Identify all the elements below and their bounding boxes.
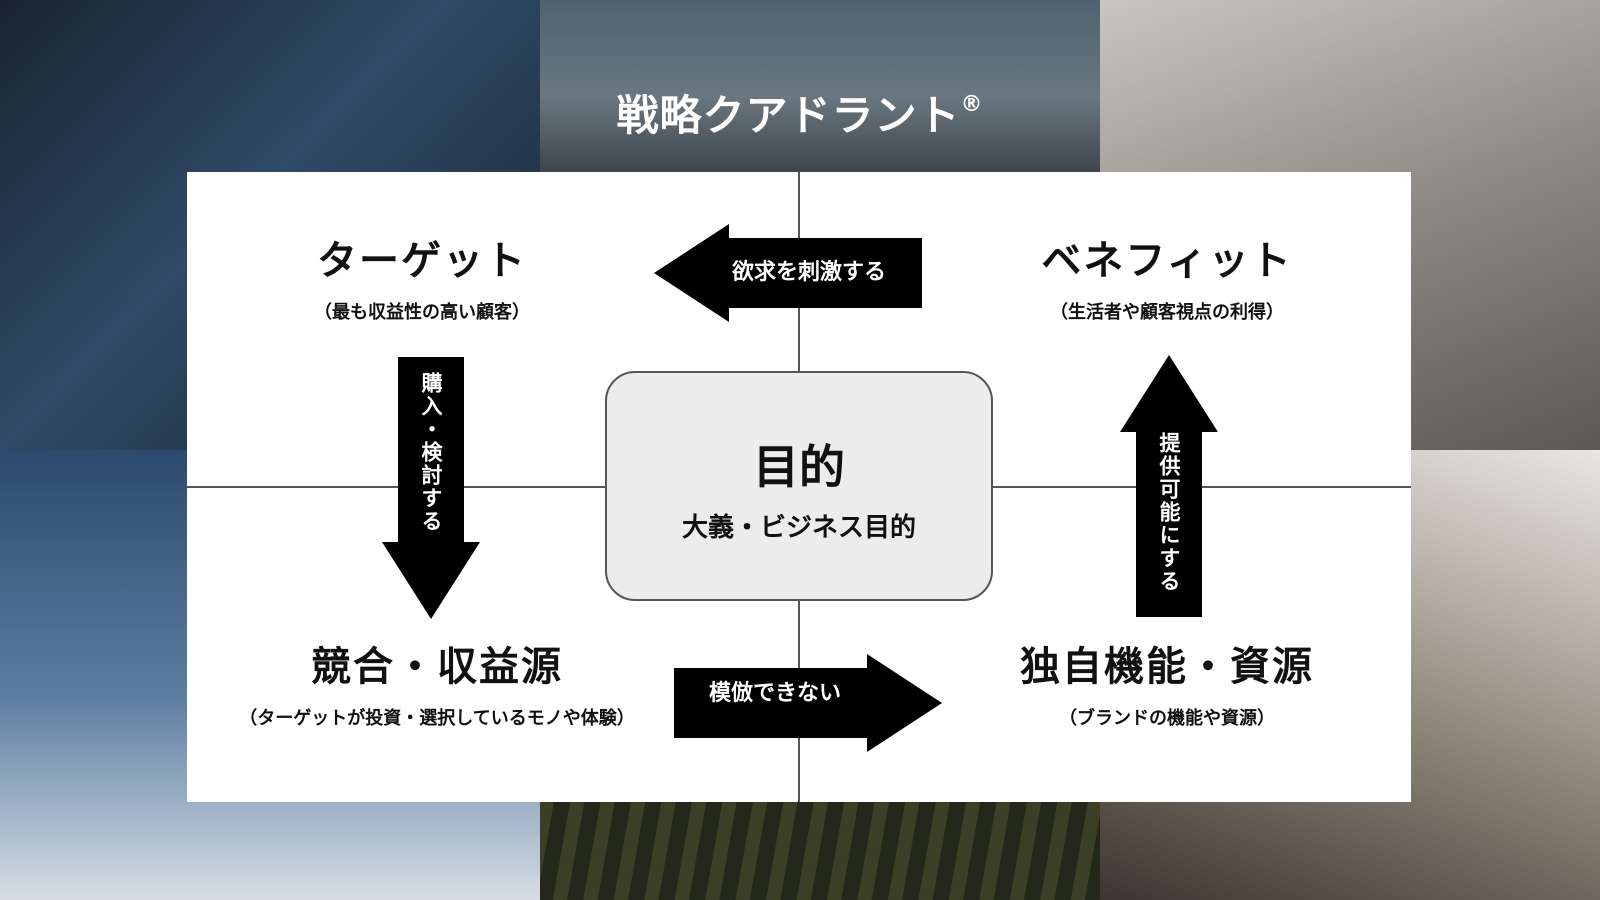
arrow-up-shape bbox=[1120, 355, 1218, 617]
quadrant-competition: 競合・収益源 （ターゲットが投資・選択しているモノや体験） bbox=[187, 634, 687, 730]
arrow-down-shape bbox=[382, 357, 480, 619]
background-photo-field bbox=[540, 800, 1100, 900]
quadrant-target-sub: （最も収益性の高い顧客） bbox=[314, 302, 530, 323]
quadrant-resources-sub: （ブランドの機能や資源） bbox=[1059, 708, 1275, 729]
quadrant-target-heading: ターゲット bbox=[317, 238, 527, 284]
quadrant-panel: ターゲット （最も収益性の高い顧客） ベネフィット （生活者や顧客視点の利得） … bbox=[187, 172, 1411, 802]
arrow-bottom-label: 模倣できない bbox=[709, 681, 842, 706]
quadrant-target: ターゲット （最も収益性の高い顧客） bbox=[227, 228, 617, 324]
arrow-right-shape bbox=[674, 654, 942, 752]
page-title: 戦略クアドラント® bbox=[0, 82, 1600, 143]
arrow-down-purchase bbox=[382, 357, 480, 619]
arrow-right-inimitable bbox=[674, 654, 942, 752]
purpose-title: 目的 bbox=[753, 440, 845, 494]
quadrant-competition-heading: 競合・収益源 bbox=[311, 644, 563, 690]
purpose-subtitle: 大義・ビジネス目的 bbox=[681, 513, 916, 543]
quadrant-benefit-heading: ベネフィット bbox=[1041, 238, 1293, 284]
purpose-box: 目的 大義・ビジネス目的 bbox=[605, 371, 993, 601]
quadrant-benefit: ベネフィット （生活者や顧客視点の利得） bbox=[957, 228, 1377, 324]
quadrant-resources: 独自機能・資源 （ブランドの機能や資源） bbox=[957, 634, 1377, 730]
quadrant-resources-heading: 独自機能・資源 bbox=[1020, 644, 1314, 690]
arrow-top-label: 欲求を刺激する bbox=[732, 260, 887, 285]
arrow-right-label: 提供可能にする bbox=[1157, 432, 1181, 593]
arrow-left-shape bbox=[654, 224, 922, 322]
arrow-left-stimulate bbox=[654, 224, 922, 322]
background-photo-city-skyline bbox=[540, 0, 1100, 175]
page-title-text: 戦略クアドラント bbox=[616, 91, 961, 140]
registered-mark: ® bbox=[960, 92, 984, 117]
quadrant-competition-sub: （ターゲットが投資・選択しているモノや体験） bbox=[239, 708, 635, 729]
quadrant-benefit-sub: （生活者や顧客視点の利得） bbox=[1050, 302, 1284, 323]
arrow-left-label: 購入・検討する bbox=[419, 372, 443, 533]
arrow-up-enable bbox=[1120, 355, 1218, 617]
